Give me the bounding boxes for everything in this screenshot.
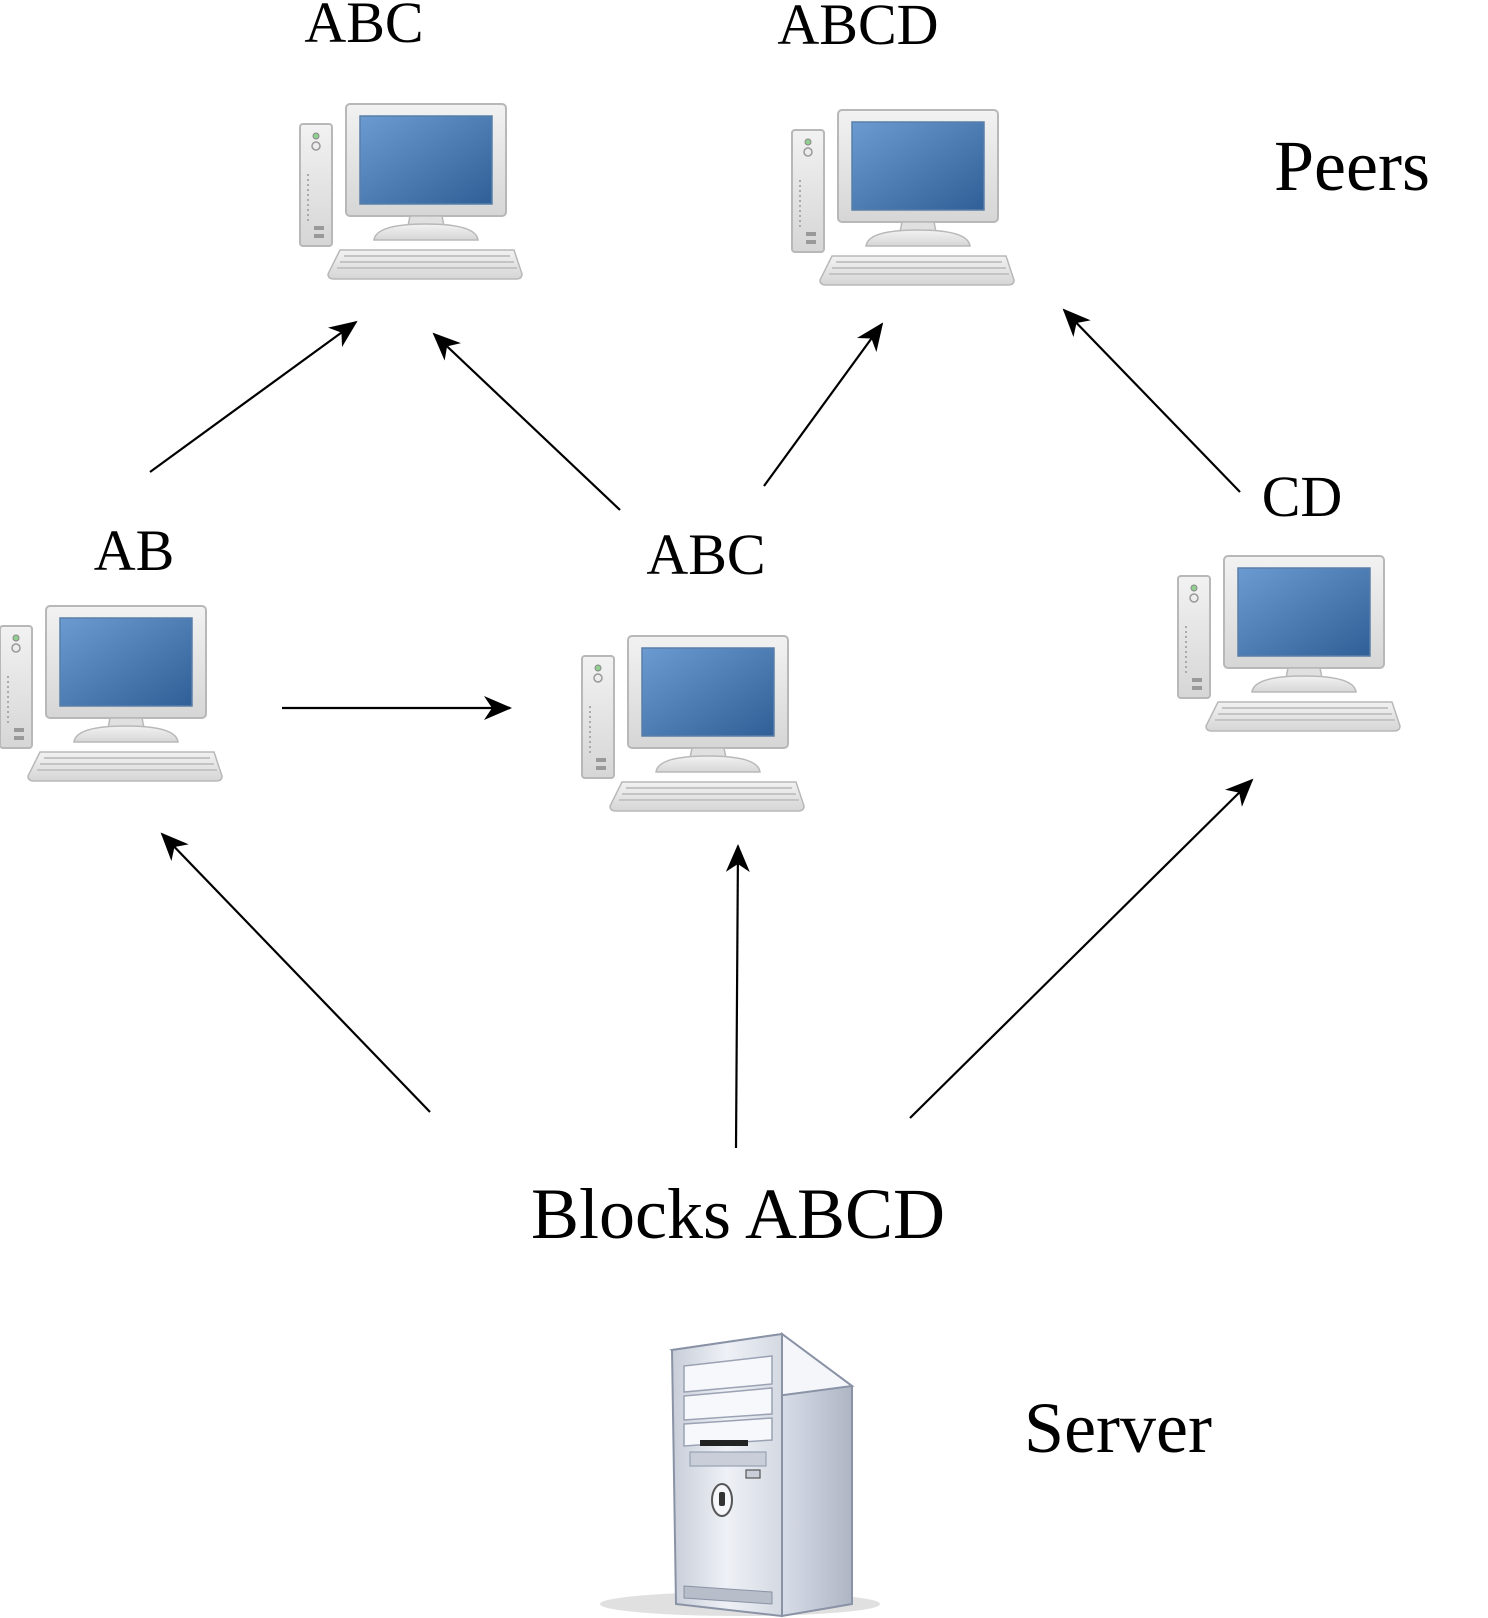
peers-label: Peers (1274, 126, 1430, 206)
computer-icon (791, 109, 1015, 286)
blocks-label: Blocks ABCD (531, 1174, 945, 1254)
peer-blocks-label: ABC (304, 0, 423, 55)
computer-icon (1177, 555, 1401, 732)
peer-mid-right: CD (1177, 464, 1401, 732)
arrow-server-to-cd (909, 778, 1254, 1119)
peer-top-left: ABC (299, 0, 523, 280)
arrow-ab-to-abc-top (149, 320, 358, 473)
peer-mid-center: ABC (581, 522, 805, 812)
server-label: Server (1024, 1388, 1212, 1468)
arrow-abc-center-to-abcd (763, 322, 884, 487)
peer-blocks-label: CD (1262, 464, 1343, 529)
peer-blocks-label: ABC (646, 522, 765, 587)
computer-icon (581, 635, 805, 812)
server-icon (600, 1332, 880, 1618)
arrow-abc-center-to-abc-top (432, 332, 621, 511)
peer-top-right: ABCD (777, 0, 1015, 286)
computer-icon (299, 103, 523, 280)
arrow-server-to-ab (160, 832, 431, 1113)
peer-mid-left: AB (0, 518, 223, 782)
computer-icon (0, 605, 223, 782)
peer-blocks-label: AB (94, 518, 175, 583)
arrow-cd-to-abcd (1062, 308, 1241, 493)
edges (149, 308, 1254, 1149)
arrow-server-to-abc-center (725, 844, 750, 1149)
peer-blocks-label: ABCD (777, 0, 938, 57)
